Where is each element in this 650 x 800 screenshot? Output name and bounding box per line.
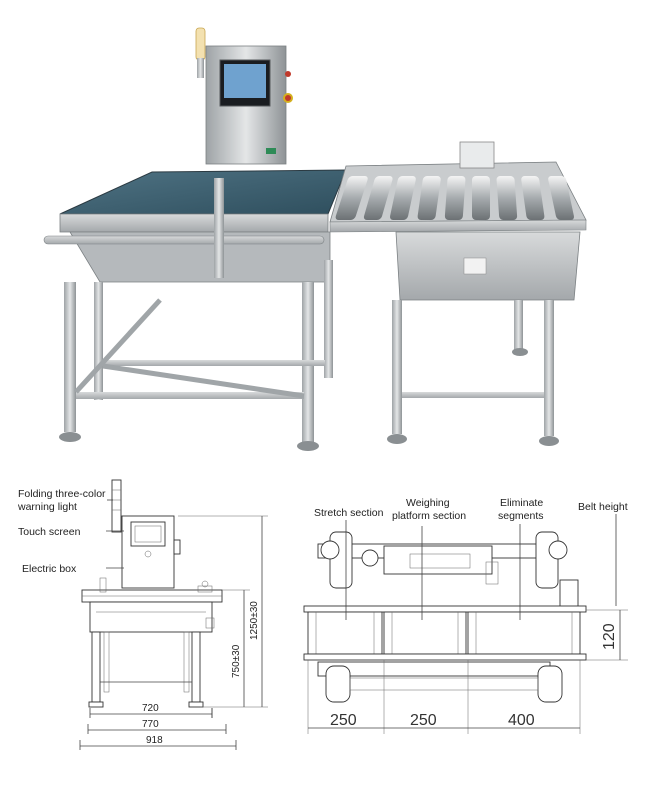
top-view	[303, 514, 628, 734]
dim-750: 750±30	[231, 644, 242, 678]
label-weighing-line1: Weighing	[406, 497, 450, 509]
label-touch-screen: Touch screen	[18, 526, 81, 538]
dim-250-stretch: 250	[330, 712, 357, 729]
dim-918: 918	[146, 735, 163, 746]
dim-1250: 1250±30	[249, 601, 260, 640]
label-weighing-line2: platform section	[392, 510, 466, 522]
dim-720: 720	[142, 703, 159, 714]
dim-250-weighing: 250	[410, 712, 437, 729]
side-view	[79, 479, 268, 750]
warning-light	[195, 27, 206, 78]
dim-770: 770	[142, 719, 159, 730]
control-cabinet	[205, 45, 293, 165]
dim-400-eliminate: 400	[508, 712, 535, 729]
rollers	[335, 176, 575, 220]
label-electric-box: Electric box	[22, 563, 77, 575]
dim-120-belt-height: 120	[601, 623, 618, 650]
label-belt-height: Belt height	[578, 501, 628, 513]
label-warning-light-line2: warning light	[17, 501, 77, 513]
label-stretch-section: Stretch section	[314, 507, 384, 519]
roller-section	[329, 141, 587, 446]
machine-photo	[43, 27, 587, 451]
label-warning-light-line1: Folding three-color	[18, 488, 106, 500]
weighing-section	[43, 169, 347, 451]
technical-drawing: Folding three-color warning light Touch …	[17, 479, 628, 750]
label-eliminate-line2: segments	[498, 510, 544, 522]
label-eliminate-line1: Eliminate	[500, 497, 543, 509]
